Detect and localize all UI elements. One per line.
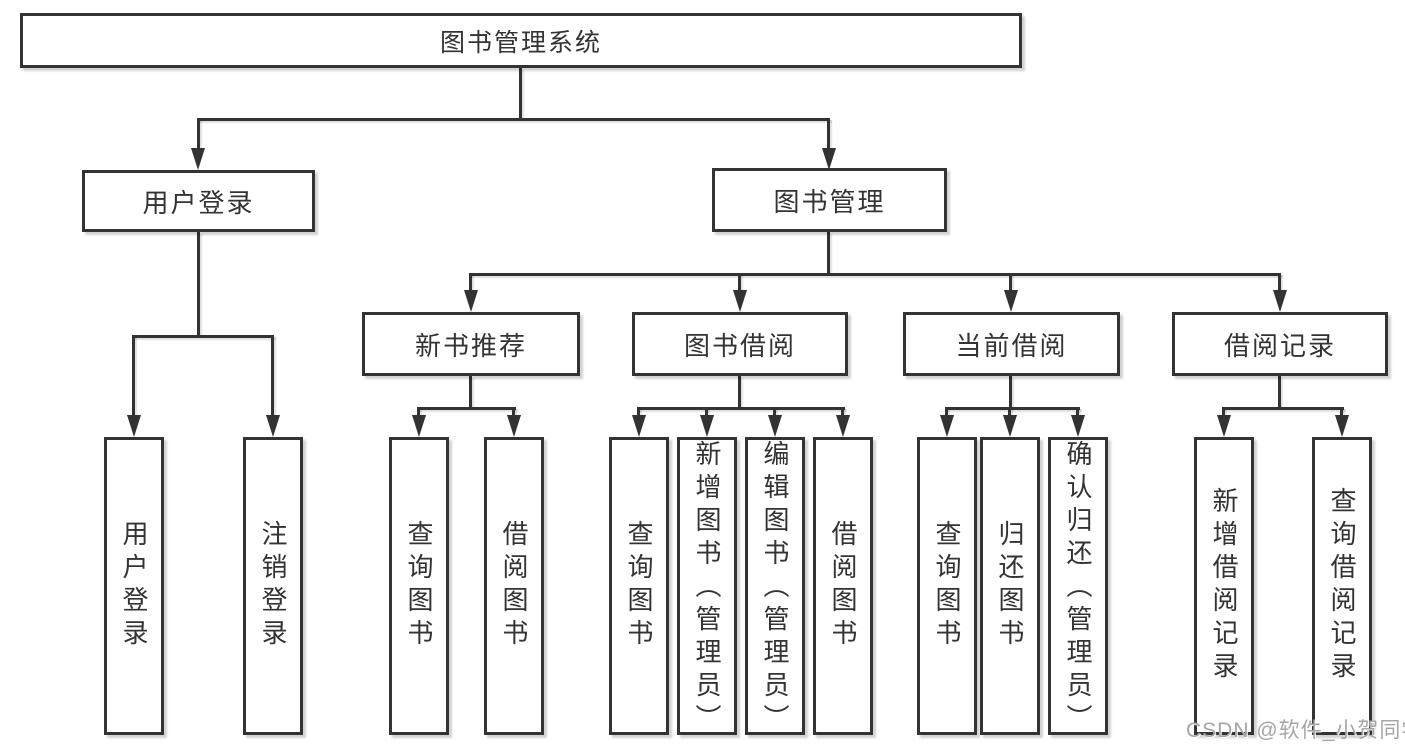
arrow-down-icon (1335, 415, 1349, 437)
arrow-down-icon (836, 415, 850, 437)
arrow-down-icon (822, 148, 836, 170)
connector-segment (1076, 407, 1079, 416)
node-library-management-system: 图书管理系统 (20, 13, 1022, 68)
arrow-down-icon (733, 290, 747, 312)
connector-segment (773, 407, 776, 416)
arrow-down-icon (412, 415, 426, 437)
arrow-down-icon (1071, 415, 1085, 437)
connector-segment (637, 407, 640, 416)
connector-segment (519, 68, 522, 118)
arrow-down-icon (1004, 290, 1018, 312)
leaf-borrow-add-books-admin: 新增图书（管理员） (677, 437, 737, 737)
leaf-borrow-borrow-books: 借阅图书 (813, 437, 873, 735)
connector-segment (469, 273, 472, 292)
leaf-newbooks-borrow-books: 借阅图书 (484, 437, 544, 735)
node-current-borrowing: 当前借阅 (903, 312, 1120, 376)
connector-segment (1278, 273, 1281, 292)
connector-segment (841, 407, 844, 416)
arrow-down-icon (191, 148, 205, 170)
leaf-records-query-record: 查询借阅记录 (1312, 437, 1372, 735)
node-book-borrowing: 图书借阅 (632, 312, 848, 376)
connector-segment (738, 273, 741, 292)
node-borrow-records: 借阅记录 (1172, 312, 1388, 376)
leaf-records-add-record: 新增借阅记录 (1194, 437, 1254, 735)
node-user-login: 用户登录 (82, 170, 315, 232)
node-book-management: 图书管理 (712, 168, 947, 232)
connector-segment (1009, 273, 1012, 292)
arrow-down-icon (507, 415, 521, 437)
leaf-current-query-books: 查询图书 (917, 437, 977, 735)
arrow-down-icon (1273, 290, 1287, 312)
connector-segment (197, 118, 200, 150)
arrow-down-icon (266, 415, 280, 437)
leaf-borrow-edit-books-admin: 编辑图书（管理员） (745, 437, 805, 737)
arrow-down-icon (632, 415, 646, 437)
leaf-current-confirm-return-admin: 确认归还（管理员） (1048, 437, 1108, 737)
connector-segment (945, 407, 1080, 410)
connector-segment (1222, 407, 1225, 416)
leaf-logout: 注销登录 (243, 437, 303, 735)
connector-segment (512, 407, 515, 416)
connector-segment (1278, 376, 1281, 407)
leaf-newbooks-query-books: 查询图书 (389, 437, 449, 735)
connector-segment (738, 376, 741, 407)
arrow-down-icon (1217, 415, 1231, 437)
connector-segment (705, 407, 708, 416)
connector-segment (271, 335, 274, 416)
arrow-down-icon (940, 415, 954, 437)
connector-segment (1009, 376, 1012, 407)
leaf-user-login: 用户登录 (104, 437, 164, 735)
connector-segment (945, 407, 948, 416)
arrow-down-icon (464, 290, 478, 312)
node-new-book-recommendation: 新书推荐 (362, 312, 580, 376)
connector-segment (197, 232, 200, 335)
arrow-down-icon (768, 415, 782, 437)
connector-segment (417, 407, 420, 416)
arrow-down-icon (1003, 415, 1017, 437)
connector-segment (469, 273, 1281, 276)
arrow-down-icon (700, 415, 714, 437)
connector-segment (1340, 407, 1343, 416)
connector-segment (1222, 407, 1344, 410)
connector-segment (1008, 407, 1011, 416)
leaf-borrow-query-books: 查询图书 (609, 437, 669, 735)
connector-segment (469, 376, 472, 407)
connector-segment (417, 407, 516, 410)
arrow-down-icon (127, 415, 141, 437)
connector-segment (827, 232, 830, 273)
leaf-current-return-books: 归还图书 (980, 437, 1040, 735)
connector-segment (132, 335, 274, 338)
connector-segment (637, 407, 845, 410)
connector-segment (827, 118, 830, 150)
csdn-watermark: CSDN @软件_小贺同学 (1186, 719, 1405, 742)
connector-segment (197, 118, 830, 121)
connector-segment (132, 335, 135, 416)
